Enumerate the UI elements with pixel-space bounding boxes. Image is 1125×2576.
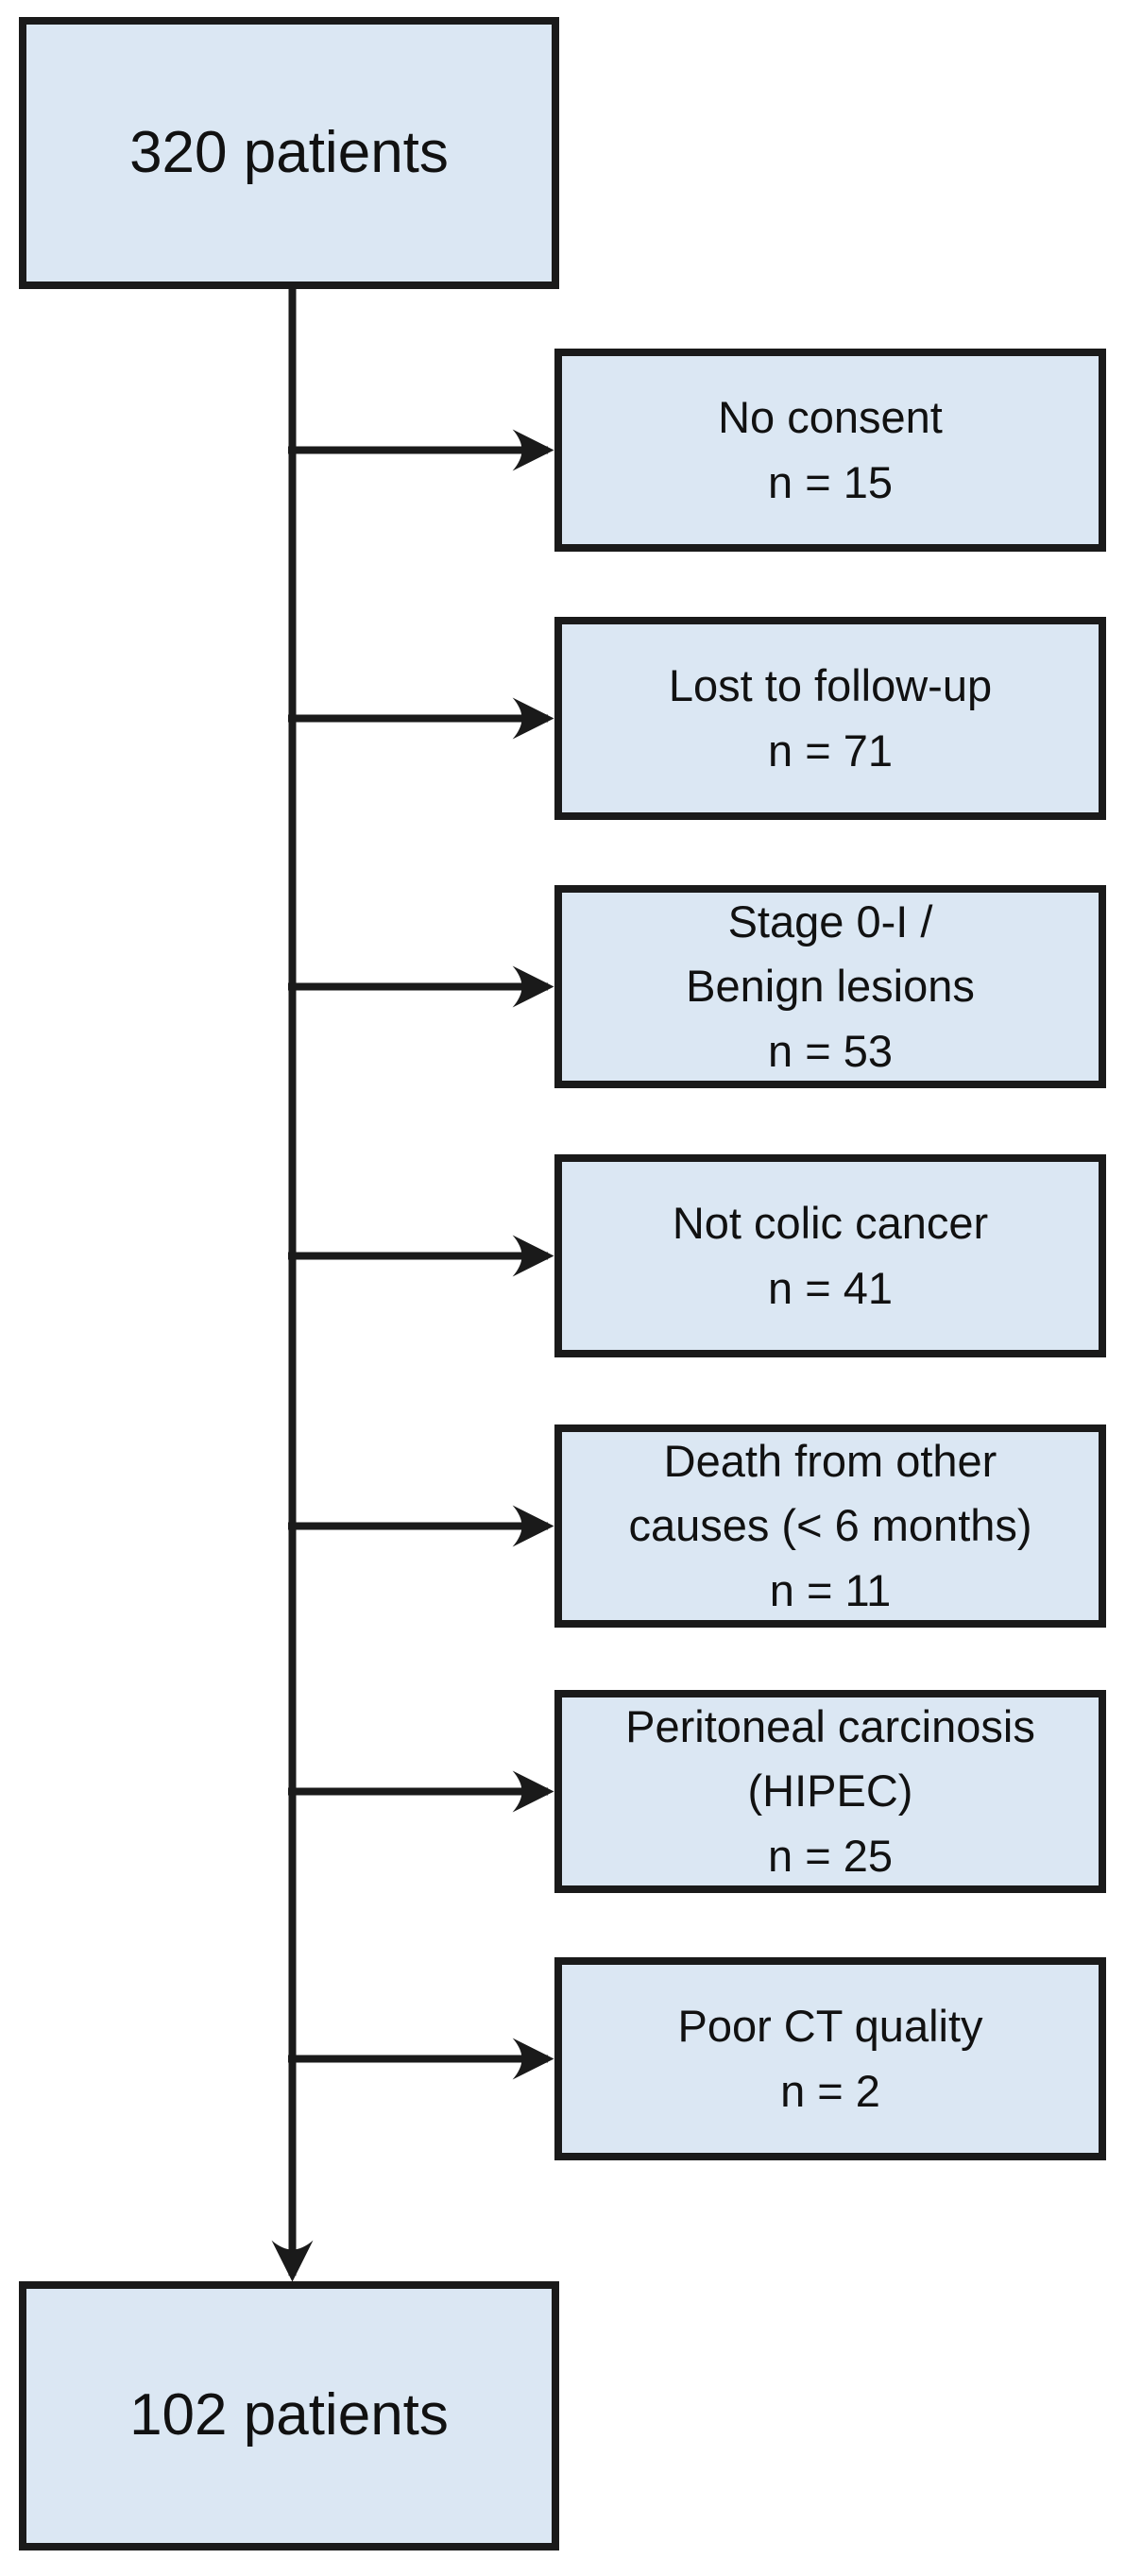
exclusion-label: Not colic cancer (672, 1198, 989, 1249)
start-box-label: 320 patients (129, 119, 449, 185)
exclusion-label: Peritoneal carcinosis (HIPEC) (625, 1701, 1035, 1817)
exclusion-count: n = 11 (769, 1564, 892, 1615)
exclusion-label: No consent (718, 392, 943, 443)
exclusion-box-death-other-causes: Death from other causes (< 6 months) n =… (554, 1424, 1106, 1628)
exclusion-label: Stage 0-I / Benign lesions (686, 896, 975, 1012)
exclusion-box-stage-0-1-benign: Stage 0-I / Benign lesions n = 53 (554, 885, 1106, 1088)
end-box-included-patients: 102 patients (19, 2281, 559, 2550)
exclusion-count: n = 71 (768, 725, 893, 776)
start-box-total-patients: 320 patients (19, 17, 559, 289)
exclusion-box-no-consent: No consent n = 15 (554, 349, 1106, 552)
exclusion-count: n = 41 (768, 1262, 893, 1313)
exclusion-count: n = 25 (768, 1830, 893, 1881)
exclusion-box-poor-ct-quality: Poor CT quality n = 2 (554, 1957, 1106, 2160)
exclusion-label: Poor CT quality (677, 2001, 983, 2052)
end-box-label: 102 patients (129, 2382, 449, 2448)
exclusion-box-peritoneal-carcinosis: Peritoneal carcinosis (HIPEC) n = 25 (554, 1690, 1106, 1893)
exclusion-count: n = 15 (768, 456, 893, 507)
exclusion-count: n = 53 (768, 1025, 893, 1076)
exclusion-box-not-colic-cancer: Not colic cancer n = 41 (554, 1154, 1106, 1357)
exclusion-count: n = 2 (780, 2065, 880, 2116)
exclusion-label: Lost to follow-up (668, 660, 993, 711)
exclusion-label: Death from other causes (< 6 months) (628, 1436, 1032, 1551)
exclusion-box-lost-to-follow-up: Lost to follow-up n = 71 (554, 617, 1106, 820)
